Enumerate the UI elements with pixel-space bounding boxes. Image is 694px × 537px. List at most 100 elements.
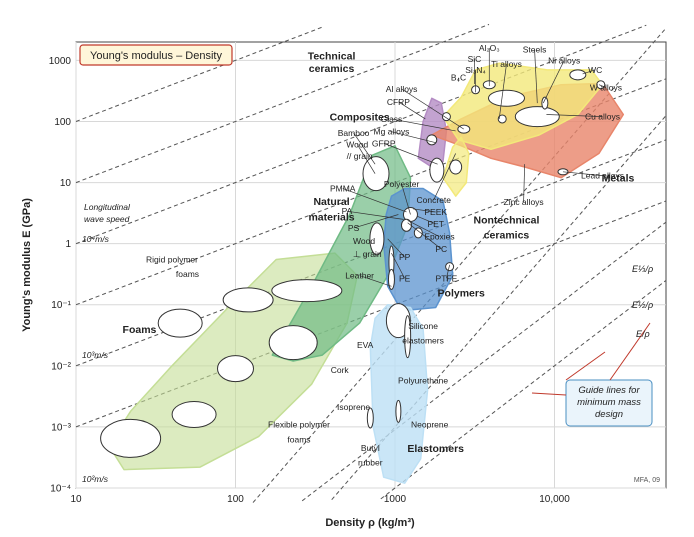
material-label-30: Epoxies: [424, 232, 454, 242]
material-bubble-18: [445, 262, 455, 272]
leader-8: [598, 84, 607, 88]
leader-9: [546, 114, 603, 117]
y-tick-label-2: 10⁻²: [51, 361, 71, 372]
guide-legend-box: Guide lines for minimum mass design: [531, 322, 653, 427]
guide-label-e: E/ρ: [636, 329, 650, 339]
leader-5: [534, 49, 538, 104]
y-tick-label-7: 1000: [49, 56, 72, 67]
guide-e-half-1: [301, 221, 667, 502]
material-label-40: EVA: [357, 340, 374, 350]
material-label-24: ⊥ grain: [353, 249, 382, 259]
material-label-1: SiC: [468, 54, 482, 64]
material-label-34: PTFE: [436, 273, 458, 283]
material-bubble-17: [387, 268, 395, 290]
material-bubble-12: [366, 407, 374, 429]
family-label-5: materials: [308, 211, 354, 223]
leader-31: [407, 222, 442, 250]
material-label-26: Polyester: [384, 179, 420, 189]
leader-18: [356, 144, 376, 174]
material-bubble-9: [404, 315, 412, 359]
leader-34: [446, 264, 450, 279]
material-bubble-5: [268, 325, 318, 361]
material-label-9: Cu alloys: [585, 112, 620, 122]
family-label-0: Technical: [308, 51, 356, 63]
material-label-44: Isoprene: [337, 402, 370, 412]
material-label-33: PE: [399, 273, 411, 283]
material-label-43: Polyurethane: [398, 375, 448, 385]
material-label-10: Lead alloys: [581, 171, 624, 181]
material-label-25: Leather: [345, 271, 374, 281]
y-tick-label-1: 10⁻³: [51, 422, 71, 433]
material-label-16: GFRP: [372, 138, 396, 148]
material-label-13: CFRP: [387, 97, 410, 107]
family-label-9: Foams: [123, 324, 157, 336]
leader-lines: [342, 47, 607, 287]
family-label-8: Polymers: [438, 287, 485, 299]
material-label-38: Flexible polymer: [268, 419, 330, 429]
leader-30: [407, 220, 440, 238]
material-label-42: elastomers: [402, 335, 444, 345]
leader-6: [542, 60, 565, 104]
y-tick-label-3: 10⁻¹: [51, 300, 71, 311]
material-label-2: Si₃N₄: [465, 65, 486, 75]
wave-marker-1e2: 10²m/s: [82, 474, 109, 484]
material-label-47: rubber: [358, 458, 383, 468]
x-tick-label-1: 100: [227, 494, 244, 505]
guide-arrow-1: [531, 392, 567, 396]
leader-32: [387, 238, 405, 258]
leader-16: [383, 142, 438, 165]
guide-arrow-3: [609, 322, 651, 381]
family-label-10: Elastomers: [407, 443, 464, 455]
material-label-6: Ni alloys: [548, 55, 580, 65]
material-label-18: Wood: [346, 139, 368, 149]
y-tick-label-5: 10: [60, 178, 72, 189]
leader-7: [582, 69, 596, 75]
y-tick-label-0: 10⁻⁴: [50, 484, 71, 495]
guide-e-over-rho-3: [75, 24, 647, 245]
leader-21: [346, 210, 404, 220]
guide-label-e-half: E½/ρ: [632, 300, 653, 310]
leader-13: [398, 101, 426, 120]
material-label-27: Concrete: [417, 195, 452, 205]
material-label-46: Butyl: [361, 443, 380, 453]
x-axis-label: Density ρ (kg/m³): [325, 517, 415, 529]
material-bubble-2: [157, 308, 203, 338]
material-label-23: Wood: [353, 236, 375, 246]
material-label-11: Zinc alloys: [504, 197, 544, 207]
credit-label: MFA, 09: [634, 477, 660, 484]
x-tick-label-3: 10,000: [539, 494, 570, 505]
envelope-elastomers: [369, 303, 429, 484]
family-label-1: ceramics: [309, 63, 355, 75]
material-bubble-1: [171, 400, 217, 428]
material-bubble-20: [429, 157, 445, 183]
material-bubble-24: [514, 106, 560, 128]
material-bubble-4: [217, 355, 255, 383]
leader-10: [562, 171, 603, 176]
material-label-37: Cork: [331, 365, 350, 375]
y-tick-label-6: 100: [54, 117, 71, 128]
leader-17: [353, 132, 376, 165]
material-bubble-27: [596, 80, 606, 90]
material-label-14: Glass: [381, 114, 403, 124]
material-bubble-16: [413, 227, 423, 239]
leader-20: [342, 188, 407, 213]
family-label-7: ceramics: [484, 230, 530, 242]
material-bubble-10: [369, 222, 385, 256]
material-bubbles: [100, 69, 606, 458]
guide-label-e-third: E⅓/ρ: [632, 264, 653, 274]
leader-25: [359, 275, 392, 287]
material-label-7: WC: [588, 65, 602, 75]
guide-e-over-rho-5: [75, 26, 322, 122]
guide-box-line-2: minimum mass: [577, 397, 641, 408]
leader-11: [523, 164, 526, 203]
material-label-8: W alloys: [590, 82, 622, 92]
material-label-3: B₄C: [451, 73, 466, 83]
leader-12: [401, 88, 465, 130]
leader-28: [413, 208, 436, 213]
material-bubble-26: [569, 69, 587, 81]
x-tick-label-0: 10: [70, 494, 82, 505]
leader-22: [353, 214, 399, 229]
